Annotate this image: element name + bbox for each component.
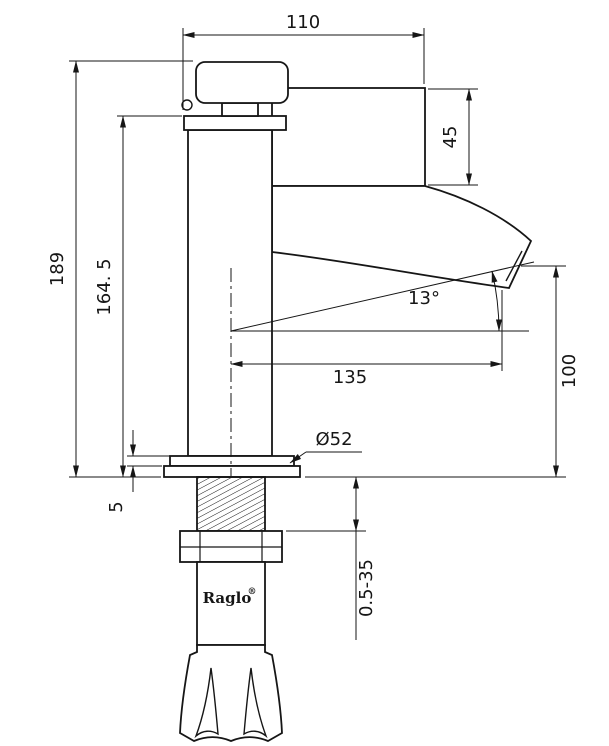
dimension-diameter-52: Ø52 (289, 429, 362, 464)
body-column (187, 129, 273, 457)
dimension-164-5: 164. 5 (94, 115, 182, 478)
dimension-110: 110 (182, 12, 425, 110)
base-flange (163, 465, 301, 478)
dimension-13deg: 13° (230, 261, 535, 332)
hose-end (179, 644, 283, 743)
base-collar (169, 455, 295, 467)
brand-group: Raglo ® (203, 587, 257, 607)
dim-label-164-5: 164. 5 (94, 258, 115, 315)
dim-label-135: 135 (333, 367, 367, 388)
hose-end-cutout-right (243, 667, 268, 739)
registered-mark: ® (248, 587, 257, 597)
dimension-45: 45 (428, 88, 478, 186)
dimension-189: 189 (47, 60, 193, 478)
dim-label-5: 5 (106, 501, 127, 512)
aerator-line (505, 250, 523, 282)
dim-label-13deg: 13° (408, 288, 440, 309)
dimensions: 110 45 189 164. 5 13° 13 (47, 12, 580, 640)
dimension-0-5-35: 0.5-35 (286, 476, 377, 640)
mounting-nut (179, 530, 283, 563)
dim-label-45: 45 (440, 126, 461, 149)
handle-stem (221, 102, 259, 117)
hose-end-outline (179, 644, 283, 743)
dimension-5: 5 (106, 430, 186, 513)
dim-label-diameter-52: Ø52 (315, 429, 352, 450)
angle-arc (491, 270, 502, 332)
threaded-shank (196, 476, 266, 532)
spout-tube (271, 185, 533, 289)
brand-text: Raglo (203, 589, 252, 607)
dimension-100: 100 (305, 265, 580, 478)
cap-band (183, 115, 287, 131)
spout-body (271, 87, 426, 187)
dim-label-110: 110 (286, 12, 320, 33)
leader-line (289, 451, 307, 464)
faucet-outline (163, 61, 533, 743)
hose-end-cutout-left (194, 667, 219, 739)
dim-label-189: 189 (47, 252, 68, 286)
dimension-135: 135 (230, 290, 503, 388)
dim-label-0-5-35: 0.5-35 (356, 559, 377, 617)
angle-slope-line (230, 261, 535, 332)
handle-lever (195, 61, 289, 104)
handle-indicator-dot (181, 99, 193, 111)
supply-hose (196, 561, 266, 646)
dim-label-100: 100 (559, 354, 580, 388)
